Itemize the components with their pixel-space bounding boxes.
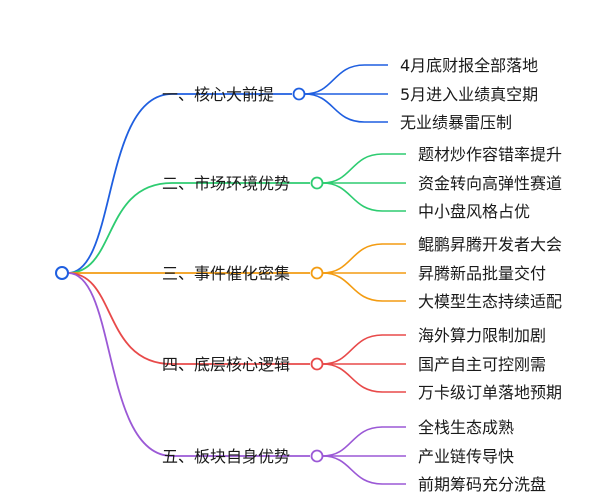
branch-label: 四、底层核心逻辑 bbox=[162, 355, 290, 374]
leaf-edge bbox=[322, 363, 406, 393]
branch-label: 三、事件催化密集 bbox=[162, 264, 290, 283]
branch-edge bbox=[67, 272, 310, 457]
branch-node[interactable] bbox=[310, 176, 324, 190]
leaf-edge bbox=[322, 272, 406, 302]
leaf-edge bbox=[304, 93, 388, 123]
leaf-edge bbox=[322, 455, 406, 485]
branch-label: 二、市场环境优势 bbox=[162, 174, 290, 193]
branch-label: 五、板块自身优势 bbox=[162, 447, 290, 466]
leaf-label: 大模型生态持续适配 bbox=[418, 292, 562, 311]
leaf-label: 5月进入业绩真空期 bbox=[400, 85, 538, 104]
leaf-label: 昇腾新品批量交付 bbox=[418, 264, 546, 283]
root-node[interactable] bbox=[55, 266, 69, 280]
leaf-label: 全栈生态成熟 bbox=[418, 418, 514, 437]
leaf-label: 中小盘风格占优 bbox=[418, 202, 530, 221]
leaf-label: 4月底财报全部落地 bbox=[400, 56, 538, 75]
leaf-label: 产业链传导快 bbox=[418, 447, 514, 466]
branch-node[interactable] bbox=[292, 87, 306, 101]
leaf-label: 鲲鹏昇腾开发者大会 bbox=[418, 235, 562, 254]
branch-node[interactable] bbox=[310, 357, 324, 371]
leaf-edge bbox=[304, 64, 388, 95]
leaf-label: 题材炒作容错率提升 bbox=[418, 145, 562, 164]
leaf-edge bbox=[322, 182, 406, 212]
mindmap-edges bbox=[67, 64, 406, 485]
leaf-label: 前期筹码充分洗盘 bbox=[418, 475, 546, 494]
branch-edge bbox=[67, 93, 292, 274]
leaf-edge bbox=[322, 153, 406, 184]
branch-node[interactable] bbox=[310, 449, 324, 463]
leaf-edge bbox=[322, 243, 406, 274]
leaf-edge bbox=[322, 334, 406, 365]
branch-edge bbox=[67, 182, 310, 274]
mindmap-nodes: 一、核心大前提 4月底财报全部落地 5月进入业绩真空期无业绩暴雷压制二、市场环境优势… bbox=[55, 56, 562, 494]
branch-label: 一、核心大前提 bbox=[162, 85, 274, 104]
branch-edge bbox=[67, 272, 310, 365]
leaf-edge bbox=[322, 426, 406, 457]
leaf-label: 资金转向高弹性赛道 bbox=[418, 174, 562, 193]
leaf-label: 海外算力限制加剧 bbox=[418, 326, 546, 345]
leaf-label: 无业绩暴雷压制 bbox=[400, 113, 512, 132]
branch-node[interactable] bbox=[310, 266, 324, 280]
leaf-label: 万卡级订单落地预期 bbox=[418, 383, 562, 402]
leaf-label: 国产自主可控刚需 bbox=[418, 355, 546, 374]
